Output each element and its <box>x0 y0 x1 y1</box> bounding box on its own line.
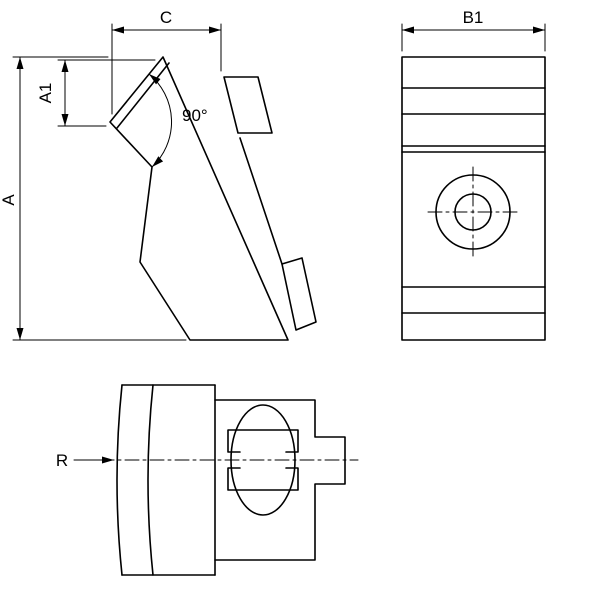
front-inner-edge <box>239 137 283 265</box>
front-lower-clamp-edge <box>281 257 317 331</box>
bottom-tnut-outline <box>214 399 346 561</box>
bottom-view <box>99 384 359 576</box>
front-upper-clamp-edge <box>223 76 273 134</box>
dimension-a: A <box>0 56 187 341</box>
side-body-outline <box>401 56 546 341</box>
dimension-b1: B1 <box>401 8 546 52</box>
dimension-angle: 90° <box>148 73 208 168</box>
bottom-lower-slot-notch <box>227 467 299 491</box>
dimension-c: C <box>111 8 222 115</box>
dimension-label-c: C <box>160 8 172 27</box>
dimension-label-angle: 90° <box>182 106 208 125</box>
dimension-label-b1: B1 <box>463 8 484 27</box>
dimension-label-a1: A1 <box>36 83 55 104</box>
bottom-upper-slot-notch <box>227 429 299 453</box>
side-horizontal-edges <box>401 87 546 314</box>
dimension-a1: A1 <box>36 59 156 127</box>
bottom-radius-outer-edge <box>116 384 123 576</box>
dimension-label-r: R <box>56 451 68 470</box>
dimension-r: R <box>56 451 115 470</box>
dimension-label-a: A <box>0 194 18 206</box>
side-view <box>401 56 546 341</box>
drawing-root: C A1 A 90° <box>0 8 546 576</box>
dimensions: C A1 A 90° <box>0 8 546 470</box>
front-chamfer-line <box>116 62 170 129</box>
front-view <box>109 56 317 341</box>
bottom-radius-inner-edge <box>147 384 154 576</box>
side-hole-centerlines <box>427 166 519 258</box>
angle-arc <box>148 73 173 168</box>
front-body-outline <box>109 56 289 341</box>
